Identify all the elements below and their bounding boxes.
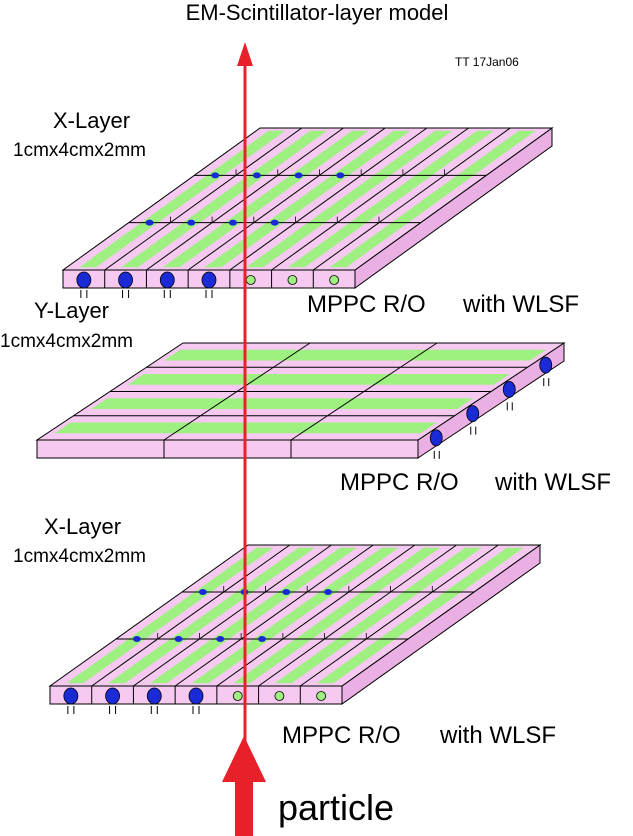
mppc-sensor [502, 380, 516, 398]
wls-fiber [108, 547, 315, 684]
layer-dimensions-middle: 1cmx4cmx2mm [0, 331, 133, 352]
track-arrowhead-top [237, 42, 253, 66]
strip-edge [216, 544, 416, 687]
layer-dimensions-top: 1cmx4cmx2mm [13, 140, 146, 161]
diagram-title: EM-Scintillator-layer model [186, 0, 449, 25]
mppc-sensor [76, 271, 92, 289]
strip-edge [187, 127, 386, 271]
joint-connector [145, 219, 154, 226]
strip-edge [91, 544, 291, 687]
layer-name-top: X-Layer [53, 108, 130, 133]
readout-label-bottom: MPPC R/O [282, 722, 401, 749]
fiber-end [316, 691, 327, 701]
wls-fiber [316, 547, 524, 684]
layer-name-bottom: X-Layer [44, 514, 121, 539]
wls-fiber [91, 398, 474, 409]
mppc-sensor [118, 271, 133, 289]
segment-edge [163, 342, 311, 441]
joint-connector [198, 589, 207, 595]
wls-fiber [121, 130, 327, 268]
wls-fiber [275, 547, 482, 684]
joint-connector [258, 636, 266, 642]
fiber-end [274, 691, 285, 701]
joint-connector [324, 589, 332, 595]
mppc-sensor [159, 271, 175, 289]
joint-connector [228, 219, 237, 226]
fiber-end [232, 691, 243, 701]
author-date-credit: TT 17Jan06 [455, 55, 519, 69]
joint-connector [211, 172, 220, 179]
layer-dimensions-bottom: 1cmx4cmx2mm [13, 546, 146, 567]
fiber-end [287, 275, 298, 285]
wls-fiber [164, 349, 547, 361]
wls-fiber [233, 547, 441, 684]
board-front-face [36, 439, 419, 459]
strip-edge [299, 544, 499, 687]
segment-edge [290, 342, 438, 441]
particle-label: particle [278, 787, 394, 828]
x-layer-top [61, 127, 554, 298]
particle-arrowhead [222, 736, 266, 782]
wls-fiber [149, 547, 357, 684]
strip-edge [174, 544, 374, 687]
wls-fiber [79, 130, 286, 268]
mppc-sensor [466, 405, 480, 423]
mppc-sensor [201, 271, 217, 289]
fiber-end [329, 275, 340, 285]
mppc-sensor [539, 356, 553, 374]
mppc-sensor [105, 687, 120, 705]
wls-fiber [246, 130, 453, 268]
joint-connector [294, 172, 303, 179]
strip-edge [312, 127, 511, 271]
wls-fiber [127, 374, 510, 385]
fiber-label-top: with WLSF [462, 291, 579, 318]
fiber-end [245, 275, 256, 285]
wls-fiber [329, 130, 536, 268]
joint-connector [252, 172, 261, 179]
strip-edge [104, 127, 303, 271]
particle-arrow-shaft [235, 775, 253, 836]
mppc-sensor [146, 687, 162, 705]
x-layer-bottom [48, 544, 542, 714]
mppc-sensor [63, 687, 79, 705]
joint-connector [187, 219, 196, 226]
strip-edge [258, 544, 457, 687]
wls-fiber [191, 547, 399, 684]
mppc-sensor [188, 687, 204, 705]
strip-edge [133, 544, 332, 687]
y-layer-middle [35, 342, 566, 459]
readout-label-middle: MPPC R/O [340, 469, 459, 496]
layer-name-middle: Y-Layer [34, 298, 109, 323]
wls-fiber [204, 130, 411, 268]
joint-connector [174, 636, 183, 642]
strip-edge [229, 127, 428, 271]
joint-connector [282, 589, 291, 595]
wls-fiber [66, 547, 274, 684]
fiber-label-middle: with WLSF [494, 469, 611, 496]
strip-edge [271, 127, 469, 271]
fiber-label-bottom: with WLSF [439, 722, 556, 749]
joint-connector [336, 172, 345, 179]
wls-fiber [288, 130, 494, 268]
joint-connector [132, 636, 141, 642]
joint-connector [216, 636, 225, 642]
readout-label-top: MPPC R/O [307, 291, 426, 318]
wls-fiber [162, 130, 369, 268]
joint-connector [270, 219, 279, 226]
mppc-sensor [429, 429, 443, 447]
